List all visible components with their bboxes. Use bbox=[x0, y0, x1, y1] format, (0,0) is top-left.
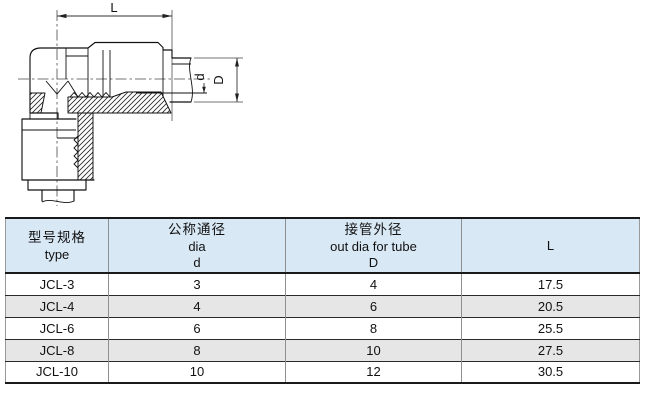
spec-table: 型号规格 type 公称通径 dia d 接管外径 out dia for tu… bbox=[5, 217, 640, 384]
elbow-outline bbox=[29, 47, 89, 114]
thread-teeth-vertical bbox=[73, 135, 79, 169]
technical-drawing: L d D bbox=[18, 0, 243, 206]
cell-d: 4 bbox=[108, 294, 286, 317]
vertical-body-section bbox=[77, 112, 94, 181]
leg-step bbox=[29, 112, 59, 120]
cell-L: 27.5 bbox=[461, 338, 640, 361]
header-length: L bbox=[461, 218, 640, 274]
cell-D: 10 bbox=[285, 338, 462, 361]
table-header-row: 型号规格 type 公称通径 dia d 接管外径 out dia for tu… bbox=[5, 218, 640, 274]
header-dia: 公称通径 dia d bbox=[108, 218, 286, 274]
tube-break-line bbox=[189, 57, 193, 103]
cell-L: 17.5 bbox=[461, 273, 640, 295]
dim-label-L: L bbox=[110, 0, 117, 15]
table-row: JCL-3 3 4 17.5 bbox=[5, 273, 640, 295]
table-row: JCL-4 4 6 20.5 bbox=[5, 294, 640, 317]
thread-teeth-horizontal bbox=[69, 91, 111, 98]
table-row: JCL-8 8 10 27.5 bbox=[5, 338, 640, 361]
header-type-cn: 型号规格 bbox=[28, 229, 86, 245]
header-type-en: type bbox=[44, 246, 70, 262]
thread-sleeve-section bbox=[67, 91, 172, 114]
cell-D: 6 bbox=[285, 294, 462, 317]
header-type: 型号规格 type bbox=[5, 218, 109, 274]
dim-arrow-left bbox=[57, 13, 67, 19]
dim-arrow-right bbox=[162, 13, 172, 19]
header-outdia-symbol: D bbox=[368, 254, 379, 270]
header-dia-cn: 公称通径 bbox=[168, 221, 226, 237]
inner-cone-edge bbox=[67, 80, 79, 98]
cell-D: 4 bbox=[285, 273, 462, 295]
dim-label-d: d bbox=[192, 73, 207, 80]
lower-nut-outline bbox=[21, 118, 95, 181]
cell-L: 20.5 bbox=[461, 294, 640, 317]
cell-D: 12 bbox=[285, 360, 462, 383]
dim-label-D: D bbox=[211, 75, 226, 84]
header-outdia-cn: 接管外径 bbox=[344, 221, 403, 237]
header-dia-symbol: d bbox=[193, 254, 201, 270]
header-outdia-en: out dia for tube bbox=[330, 238, 417, 254]
inner-cone bbox=[45, 80, 69, 95]
cell-type: JCL-10 bbox=[5, 360, 109, 383]
bottom-tube-break bbox=[41, 199, 75, 204]
table-row: JCL-6 6 8 25.5 bbox=[5, 316, 640, 339]
cell-L: 30.5 bbox=[461, 360, 640, 383]
cell-L: 25.5 bbox=[461, 316, 640, 339]
nut-top-outline bbox=[87, 41, 173, 59]
elbow-wall-section bbox=[29, 92, 46, 114]
dim-arrow-D-bottom bbox=[235, 93, 239, 102]
cell-type: JCL-6 bbox=[5, 316, 109, 339]
dim-arrow-D-top bbox=[235, 58, 239, 67]
cell-type: JCL-4 bbox=[5, 294, 109, 317]
dim-arrow-d bbox=[202, 86, 206, 93]
cell-d: 8 bbox=[108, 338, 286, 361]
cell-d: 3 bbox=[108, 273, 286, 295]
bottom-cap-outline bbox=[27, 179, 87, 191]
header-outdia: 接管外径 out dia for tube D bbox=[285, 218, 462, 274]
header-dia-en: dia bbox=[188, 238, 206, 254]
cell-type: JCL-3 bbox=[39, 276, 75, 292]
header-length-symbol: L bbox=[546, 237, 555, 253]
cell-d: 6 bbox=[108, 316, 286, 339]
cell-d: 10 bbox=[108, 360, 286, 383]
table-row: JCL-10 10 12 30.5 bbox=[5, 360, 640, 383]
cell-type: JCL-8 bbox=[5, 338, 109, 361]
cell-D: 8 bbox=[285, 316, 462, 339]
